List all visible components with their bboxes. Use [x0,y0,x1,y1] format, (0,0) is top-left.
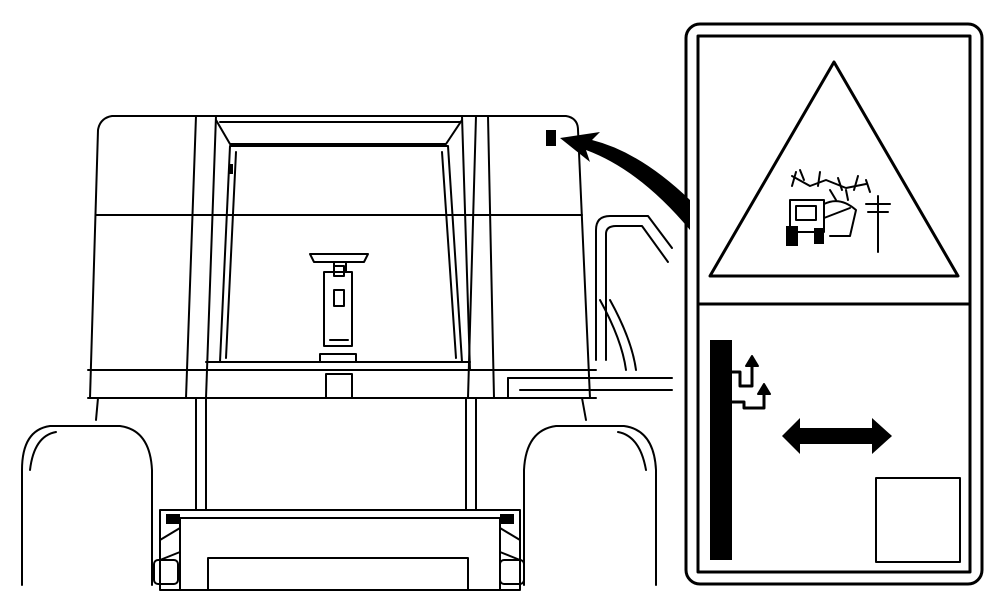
pointer-arrow [560,132,690,230]
steering-column [309,253,369,363]
overhead-power-line-hazard-icon [708,60,960,278]
decal-location-marker [546,130,556,146]
cab-body [87,115,597,421]
rear-hitch [153,397,525,591]
safety-decal [684,22,984,586]
rear-tires [21,425,657,586]
decal-blank-box [875,477,961,563]
handrail [507,215,673,399]
keep-clear-distance-icon [710,340,892,560]
